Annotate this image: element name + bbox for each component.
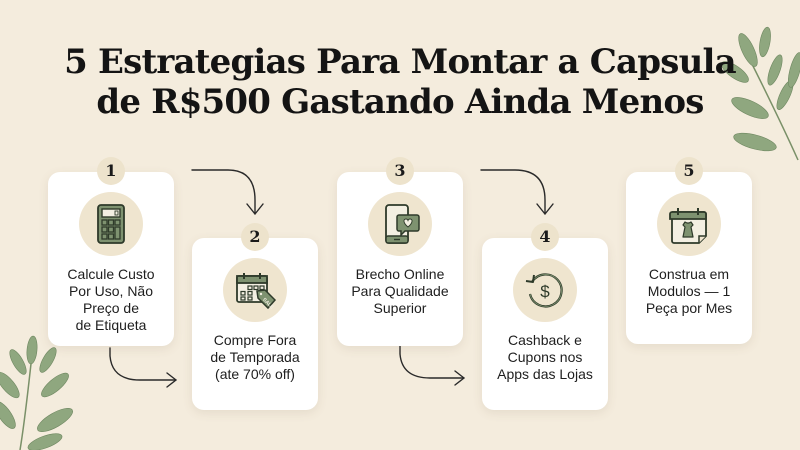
step-label-line: Peça por Mes bbox=[645, 300, 733, 316]
step-number-badge: 2 bbox=[241, 223, 269, 251]
step-card-2: 2 SALE Compre Fora de Temporada (ate 70%… bbox=[192, 223, 318, 410]
step-card-1: 1 Calcule Custo Por Uso, Não Preço de de… bbox=[48, 157, 174, 346]
step-label-line: de Etiqueta bbox=[75, 317, 147, 333]
step-label-line: Construa em bbox=[648, 266, 730, 282]
icon-circle bbox=[368, 192, 432, 256]
step-label-line: Apps das Lojas bbox=[497, 366, 593, 382]
cashback-dollar-icon: $ bbox=[525, 273, 563, 308]
step-number-badge: 1 bbox=[97, 157, 125, 185]
page-title: 5 Estrategias Para Montar a Capsula de R… bbox=[0, 42, 800, 122]
title-line-2: de R$500 Gastando Ainda Menos bbox=[96, 82, 704, 122]
step-label: Calcule Custo Por Uso, Não Preço de de E… bbox=[52, 266, 170, 334]
svg-text:$: $ bbox=[540, 282, 550, 301]
arrow-card1-bottom-icon bbox=[109, 347, 177, 388]
step-label-line: de Temporada bbox=[210, 349, 300, 365]
step-label-line: Cashback e bbox=[508, 332, 582, 348]
step-label-line: Cupons nos bbox=[507, 349, 583, 365]
step-label: Brecho Online Para Qualidade Superior bbox=[341, 266, 459, 317]
step-card-5: 5 Construa em Modulos — 1 Peça por Mes bbox=[626, 157, 752, 344]
calculator-icon bbox=[97, 204, 125, 244]
title-line-1: 5 Estrategias Para Montar a Capsula bbox=[64, 42, 737, 82]
icon-circle: SALE bbox=[223, 258, 287, 322]
step-label: Construa em Modulos — 1 Peça por Mes bbox=[630, 266, 748, 317]
icon-circle: $ bbox=[513, 258, 577, 322]
calendar-sale-tag-icon: SALE bbox=[236, 273, 277, 311]
step-label-line: Modulos — 1 bbox=[647, 283, 731, 299]
arrow-3-to-4-icon bbox=[480, 169, 554, 215]
step-card-3: 3 Brecho Online Para Qualidade Superior bbox=[337, 157, 463, 346]
step-card-4: 4 $ Cashback e Cupons nos Apps das Lojas bbox=[482, 223, 608, 410]
step-label-line: (ate 70% off) bbox=[215, 366, 295, 382]
step-number-badge: 5 bbox=[675, 157, 703, 185]
calendar-dress-icon bbox=[669, 208, 707, 244]
icon-circle bbox=[657, 192, 721, 256]
step-number-badge: 4 bbox=[531, 223, 559, 251]
step-label-line: Preço de bbox=[82, 300, 140, 316]
step-label-line: Por Uso, Não bbox=[68, 283, 154, 299]
arrow-card3-bottom-icon bbox=[399, 345, 465, 386]
step-label-line: Compre Fora bbox=[213, 332, 297, 348]
icon-circle bbox=[79, 192, 143, 256]
step-number-badge: 3 bbox=[386, 157, 414, 185]
step-label: Cashback e Cupons nos Apps das Lojas bbox=[486, 332, 604, 383]
step-label: Compre Fora de Temporada (ate 70% off) bbox=[196, 332, 314, 383]
step-label-line: Brecho Online bbox=[355, 266, 445, 282]
step-label-line: Superior bbox=[373, 300, 427, 316]
sage-leaves-bottom-left-icon bbox=[0, 335, 73, 450]
step-label-line: Para Qualidade bbox=[351, 283, 449, 299]
smartphone-heart-message-icon bbox=[385, 204, 420, 244]
step-label-line: Calcule Custo bbox=[67, 266, 155, 282]
arrow-1-to-2-icon bbox=[191, 169, 264, 215]
